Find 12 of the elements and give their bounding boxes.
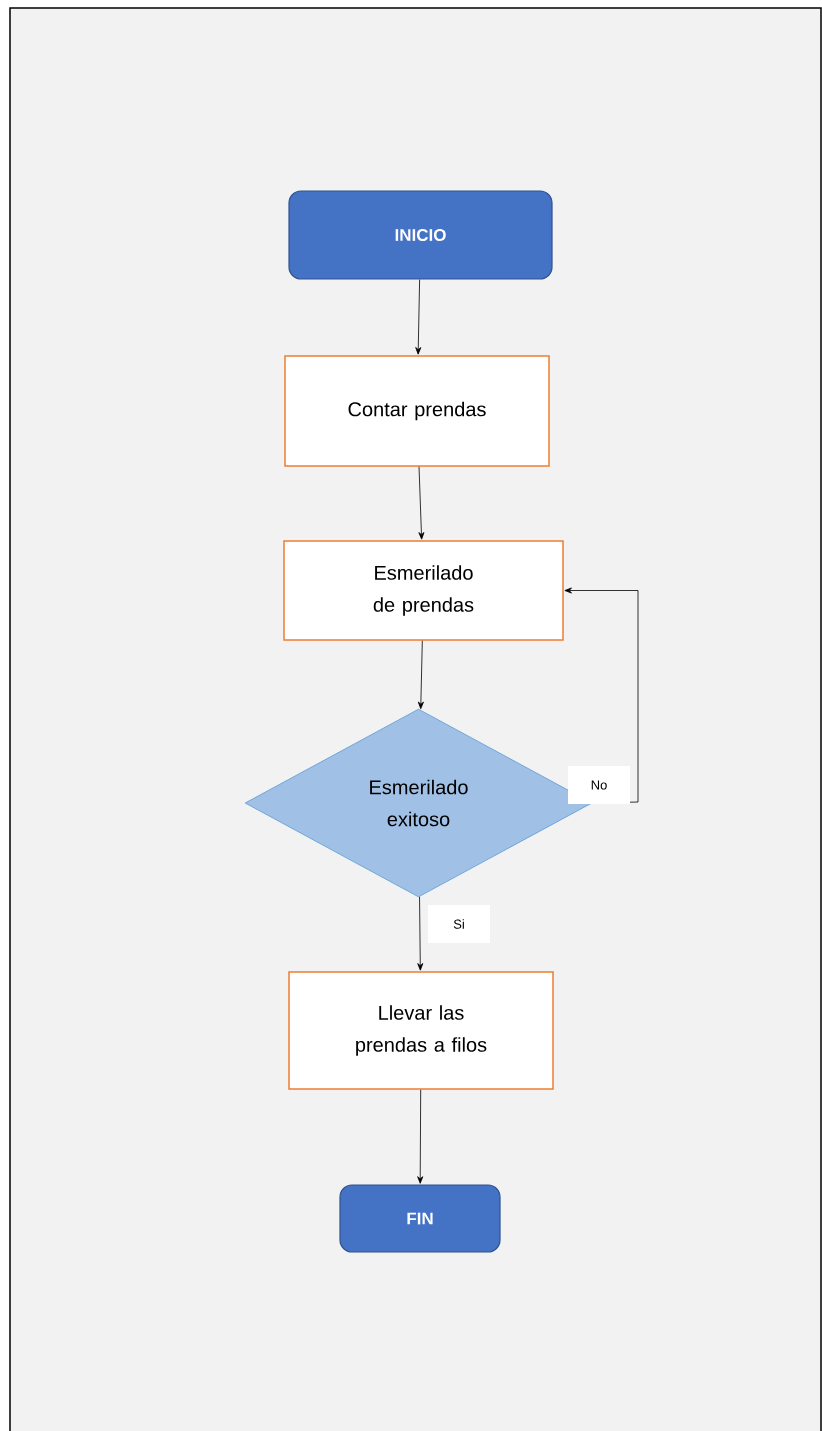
terminal-box: FIN	[339, 1184, 501, 1253]
process-box: Esmerilado de prendas	[283, 540, 564, 641]
edge-label: No	[568, 766, 630, 804]
terminal-box: INICIO	[288, 190, 553, 280]
edge-label: Si	[428, 905, 490, 943]
process-box: Llevar las prendas a filos	[288, 971, 554, 1090]
arrow	[415, 279, 422, 355]
arrow	[418, 466, 425, 540]
arrow	[417, 640, 424, 710]
arrow	[417, 896, 424, 971]
process-box: Contar prendas	[284, 355, 550, 467]
arrow	[417, 1089, 424, 1184]
